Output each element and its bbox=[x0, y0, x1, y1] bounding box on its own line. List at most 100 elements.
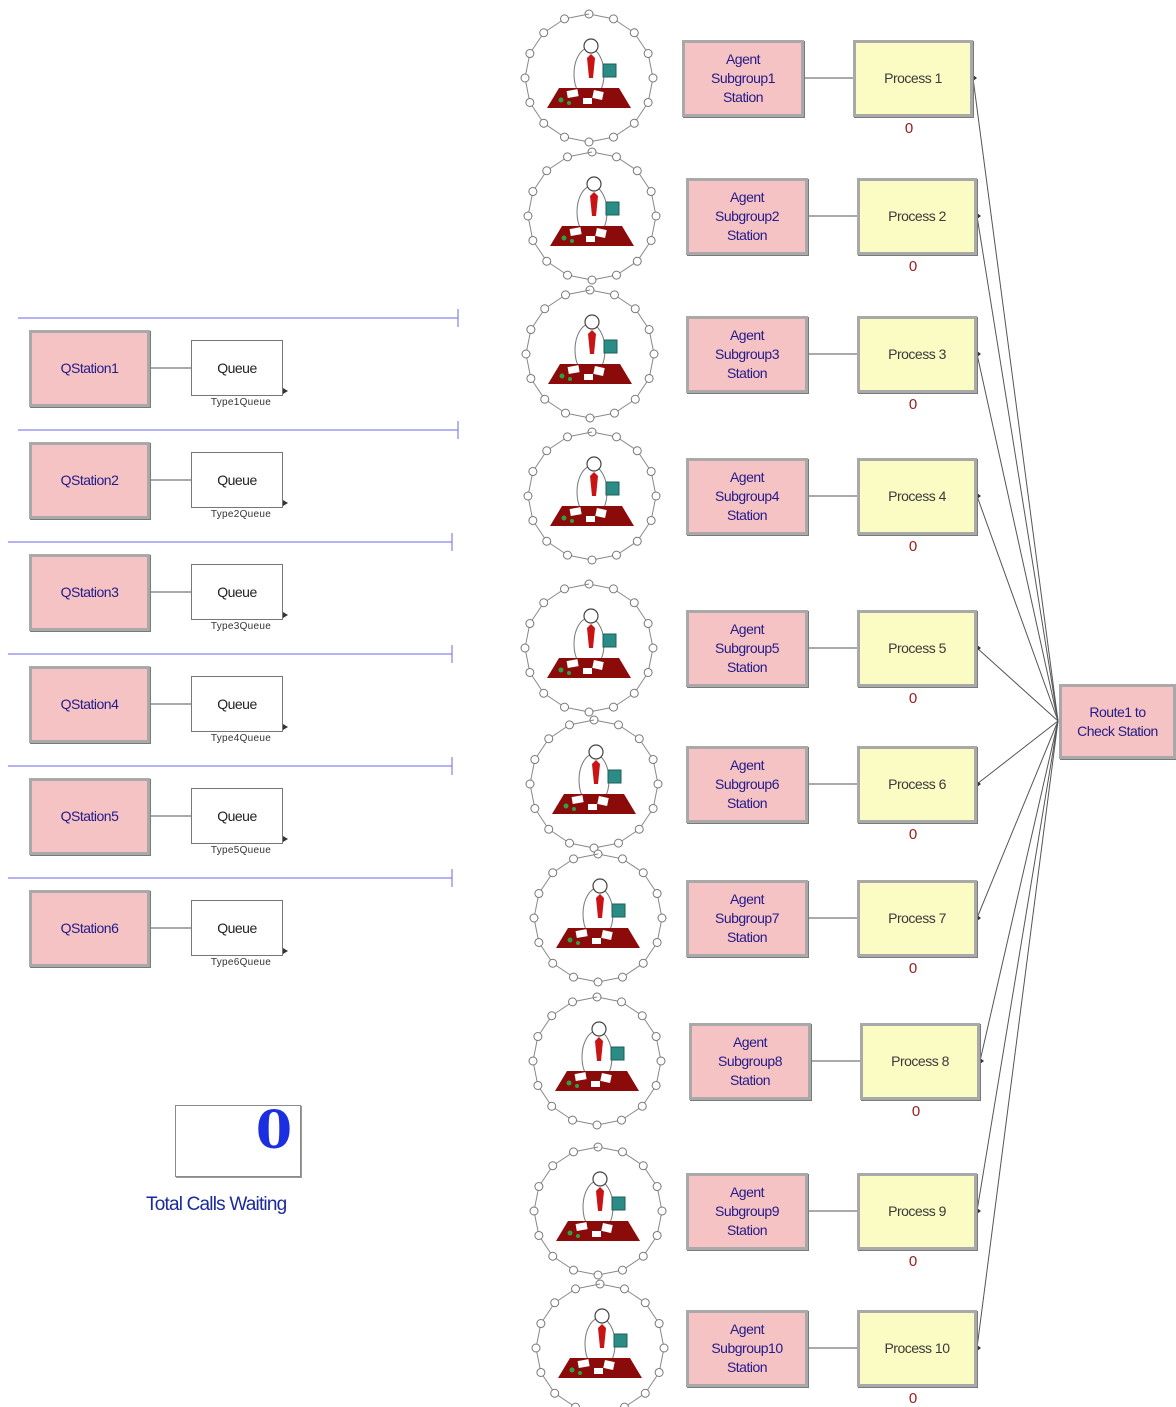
agent-station-label-line: Station bbox=[726, 1222, 768, 1238]
agent-station-label-line: Agent bbox=[729, 621, 765, 637]
process-module[interactable]: Process 6 bbox=[857, 746, 977, 823]
queue-station-label: QStation2 bbox=[60, 472, 119, 488]
process-exit-arrow bbox=[977, 351, 981, 357]
agent-station-label-line: Subgroup5 bbox=[714, 640, 780, 656]
total-calls-label: Total Calls Waiting bbox=[146, 1194, 287, 1215]
agent-station-label-line: Station bbox=[726, 795, 768, 811]
process-exit-arrow bbox=[973, 75, 977, 81]
process-exit-arrow bbox=[977, 645, 981, 651]
queue-station-module[interactable]: QStation3 bbox=[29, 554, 150, 631]
process-count: 0 bbox=[908, 538, 918, 555]
process-count: 0 bbox=[908, 1390, 918, 1407]
agent-station-label-line: Subgroup1 bbox=[710, 70, 776, 86]
agent-station-label-line: Station bbox=[726, 659, 768, 675]
agent-station-label-line: Subgroup8 bbox=[717, 1053, 783, 1069]
process-module[interactable]: Process 5 bbox=[857, 610, 977, 687]
process-count: 0 bbox=[908, 258, 918, 275]
agent-station-label-line: Subgroup7 bbox=[714, 910, 780, 926]
route-connector-line bbox=[976, 215, 1059, 722]
process-label: Process 3 bbox=[888, 346, 946, 362]
route-connector-line bbox=[976, 495, 1059, 722]
agent-station-label-line: Station bbox=[726, 929, 768, 945]
queue-module[interactable]: Queue bbox=[191, 788, 283, 844]
process-label: Process 10 bbox=[884, 1340, 950, 1356]
route-connector-line bbox=[976, 720, 1059, 1212]
process-label: Process 1 bbox=[884, 70, 942, 86]
process-module[interactable]: Process 9 bbox=[857, 1173, 977, 1250]
agent-resource-icon bbox=[523, 147, 661, 285]
queue-station-label: QStation5 bbox=[60, 808, 119, 824]
total-calls-value: 0 bbox=[255, 1100, 292, 1161]
agent-resource-icon bbox=[525, 715, 663, 853]
process-module[interactable]: Process 10 bbox=[857, 1310, 977, 1387]
queue-module[interactable]: Queue bbox=[191, 900, 283, 956]
process-module[interactable]: Process 8 bbox=[860, 1023, 980, 1100]
process-label: Process 4 bbox=[888, 488, 946, 504]
agent-station-label-line: Subgroup6 bbox=[714, 776, 780, 792]
agent-resource-icon bbox=[531, 1279, 669, 1407]
agent-station-label-line: Station bbox=[726, 1359, 768, 1375]
queue-station-module[interactable]: QStation5 bbox=[29, 778, 150, 855]
queue-exit-arrow bbox=[283, 724, 288, 730]
queue-name-label: Type5Queue bbox=[210, 845, 272, 856]
agent-station-label-line: Agent bbox=[729, 1184, 765, 1200]
process-count: 0 bbox=[911, 1103, 921, 1120]
queue-module[interactable]: Queue bbox=[191, 452, 283, 508]
agent-station-label-line: Station bbox=[726, 507, 768, 523]
queue-module[interactable]: Queue bbox=[191, 564, 283, 620]
queue-name-label: Type4Queue bbox=[210, 733, 272, 744]
queue-station-module[interactable]: QStation6 bbox=[29, 890, 150, 967]
queue-exit-arrow bbox=[283, 836, 288, 842]
queue-station-module[interactable]: QStation4 bbox=[29, 666, 150, 743]
queue-module[interactable]: Queue bbox=[191, 676, 283, 732]
agent-station-label-line: Agent bbox=[729, 1321, 765, 1337]
total-calls-display: 0 bbox=[175, 1100, 301, 1177]
queue-module-label: Queue bbox=[217, 807, 257, 824]
agent-station-label-line: Agent bbox=[729, 469, 765, 485]
process-count: 0 bbox=[908, 826, 918, 843]
queue-station-module[interactable]: QStation2 bbox=[29, 442, 150, 519]
process-exit-arrow bbox=[980, 1058, 984, 1064]
process-module[interactable]: Process 3 bbox=[857, 316, 977, 393]
process-count: 0 bbox=[908, 960, 918, 977]
agent-station-label-line: Agent bbox=[729, 891, 765, 907]
route-label-line: Route1 to bbox=[1089, 703, 1146, 720]
queue-station-module[interactable]: QStation1 bbox=[29, 330, 150, 407]
process-module[interactable]: Process 7 bbox=[857, 880, 977, 957]
agent-station-label-line: Subgroup10 bbox=[711, 1340, 783, 1356]
agent-station-label-line: Station bbox=[729, 1072, 771, 1088]
queue-station-label: QStation6 bbox=[60, 920, 119, 936]
process-label: Process 8 bbox=[891, 1053, 949, 1069]
agent-resource-icon bbox=[520, 9, 658, 147]
agent-station-label-line: Agent bbox=[729, 327, 765, 343]
process-module[interactable]: Process 4 bbox=[857, 458, 977, 535]
agent-resource-icon bbox=[528, 992, 666, 1130]
process-label: Process 2 bbox=[888, 208, 946, 224]
queue-station-label: QStation1 bbox=[60, 360, 119, 376]
process-module[interactable]: Process 2 bbox=[857, 178, 977, 255]
queue-station-label: QStation3 bbox=[60, 584, 119, 600]
queue-module-label: Queue bbox=[217, 471, 257, 488]
route-connector-line bbox=[976, 720, 1059, 785]
queue-exit-arrow bbox=[283, 612, 288, 618]
queue-module[interactable]: Queue bbox=[191, 340, 283, 396]
queue-module-label: Queue bbox=[217, 583, 257, 600]
process-module[interactable]: Process 1 bbox=[853, 40, 973, 117]
agent-station-label-line: Subgroup9 bbox=[714, 1203, 780, 1219]
process-label: Process 9 bbox=[888, 1203, 946, 1219]
queue-station-label: QStation4 bbox=[60, 696, 119, 712]
agent-station-label-line: Station bbox=[722, 89, 764, 105]
queue-name-label: Type6Queue bbox=[210, 957, 272, 968]
